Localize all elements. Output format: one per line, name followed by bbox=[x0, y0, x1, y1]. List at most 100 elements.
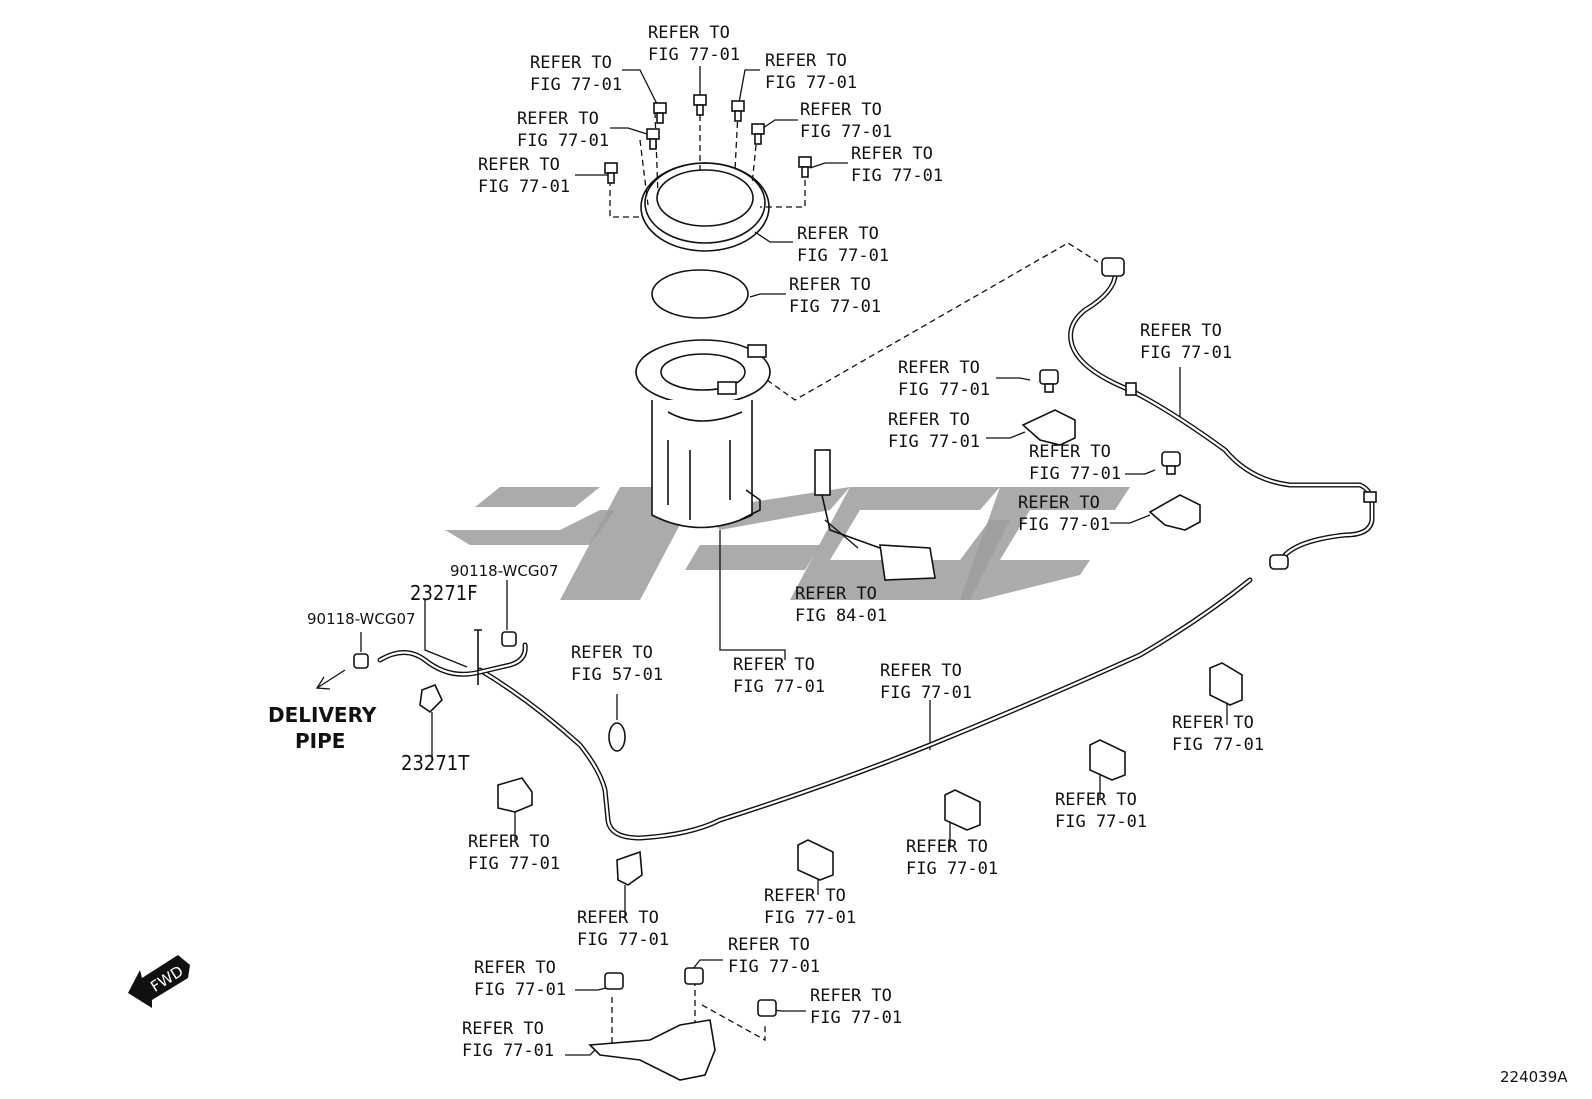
clip-icon bbox=[1089, 739, 1126, 781]
callout-text: FIG 77-01 bbox=[474, 980, 566, 1000]
callout-text: FIG 77-01 bbox=[648, 45, 740, 65]
clip-icon bbox=[616, 850, 643, 886]
fwd-arrow-icon: FWD bbox=[128, 955, 190, 1008]
callout-text: FIG 77-01 bbox=[462, 1041, 554, 1061]
callout-text: FIG 77-01 bbox=[530, 75, 622, 95]
fuel-pump-module bbox=[635, 339, 771, 529]
bolt-icon bbox=[731, 100, 745, 122]
part-number-bolt: 90118-WCG07 bbox=[450, 562, 559, 580]
callout-text: REFER TO bbox=[888, 410, 970, 430]
callout-text: REFER TO bbox=[648, 23, 730, 43]
callout-text: REFER TO bbox=[800, 100, 882, 120]
callout-text: FIG 77-01 bbox=[764, 908, 856, 928]
clip-icon bbox=[1209, 662, 1243, 706]
callout-text: FIG 77-01 bbox=[800, 122, 892, 142]
clip-icon bbox=[944, 789, 981, 831]
callout-text: FIG 77-01 bbox=[810, 1008, 902, 1028]
callout-text: REFER TO bbox=[789, 275, 871, 295]
grommet-icon bbox=[1161, 451, 1181, 475]
delivery-arrow bbox=[315, 669, 346, 690]
figure-id: 224039A bbox=[1500, 1068, 1568, 1086]
callout-text: REFER TO bbox=[474, 958, 556, 978]
vapor-hose bbox=[1068, 257, 1377, 570]
clamp-icon bbox=[419, 683, 443, 714]
callout-text: REFER TO bbox=[571, 643, 653, 663]
leader-lines bbox=[360, 66, 1228, 1056]
bolt-icon bbox=[798, 156, 812, 178]
clip-icon bbox=[757, 999, 777, 1017]
callout-text: FIG 77-01 bbox=[478, 177, 570, 197]
clip-icon bbox=[684, 967, 704, 985]
bolt-icon bbox=[751, 123, 765, 145]
clip-icon bbox=[797, 839, 834, 881]
callout-text: REFER TO bbox=[810, 986, 892, 1006]
gasket-ring bbox=[651, 269, 749, 319]
bolt-icon bbox=[653, 102, 667, 124]
callout-text: FIG 77-01 bbox=[789, 297, 881, 317]
callout-text: REFER TO bbox=[478, 155, 560, 175]
part-number-hose: 23271F bbox=[410, 581, 478, 605]
callout-text: REFER TO bbox=[906, 837, 988, 857]
bolt-icon bbox=[604, 162, 618, 184]
grommet-icon bbox=[1039, 369, 1059, 393]
fuel-hose-23271f bbox=[377, 629, 528, 685]
callout-text: REFER TO bbox=[468, 832, 550, 852]
callout-text: FIG 77-01 bbox=[728, 957, 820, 977]
fuel-line bbox=[477, 577, 1253, 841]
callout-text: FIG 77-01 bbox=[468, 854, 560, 874]
callout-text: REFER TO bbox=[851, 144, 933, 164]
callout-text: FIG 77-01 bbox=[888, 432, 980, 452]
callout-text: REFER TO bbox=[728, 935, 810, 955]
callout-text: FIG 77-01 bbox=[898, 380, 990, 400]
callout-text: FIG 57-01 bbox=[571, 665, 663, 685]
callout-text: FIG 77-01 bbox=[851, 166, 943, 186]
delivery-pipe-label: PIPE bbox=[295, 729, 345, 753]
callout-text: REFER TO bbox=[462, 1019, 544, 1039]
clip-icon bbox=[1148, 494, 1201, 531]
callout-text: REFER TO bbox=[517, 109, 599, 129]
clip-icon bbox=[604, 972, 624, 990]
retainer-ring bbox=[640, 162, 770, 252]
callout-text: FIG 77-01 bbox=[880, 683, 972, 703]
callout-text: FIG 77-01 bbox=[517, 131, 609, 151]
part-number-clamp: 23271T bbox=[401, 751, 470, 775]
callout-text: REFER TO bbox=[1055, 790, 1137, 810]
callout-text: REFER TO bbox=[795, 584, 877, 604]
callout-text: REFER TO bbox=[880, 661, 962, 681]
callout-text: FIG 84-01 bbox=[795, 606, 887, 626]
callout-text: FIG 77-01 bbox=[797, 246, 889, 266]
callout-text: FIG 77-01 bbox=[906, 859, 998, 879]
o-ring-icon bbox=[608, 722, 626, 752]
callout-text: REFER TO bbox=[733, 655, 815, 675]
callout-text: REFER TO bbox=[898, 358, 980, 378]
bolt-icon bbox=[646, 128, 660, 150]
watermark-logo bbox=[445, 487, 1130, 600]
fuel-sender-gauge bbox=[814, 449, 936, 581]
callout-text: REFER TO bbox=[577, 908, 659, 928]
callout-text: FIG 77-01 bbox=[1029, 464, 1121, 484]
